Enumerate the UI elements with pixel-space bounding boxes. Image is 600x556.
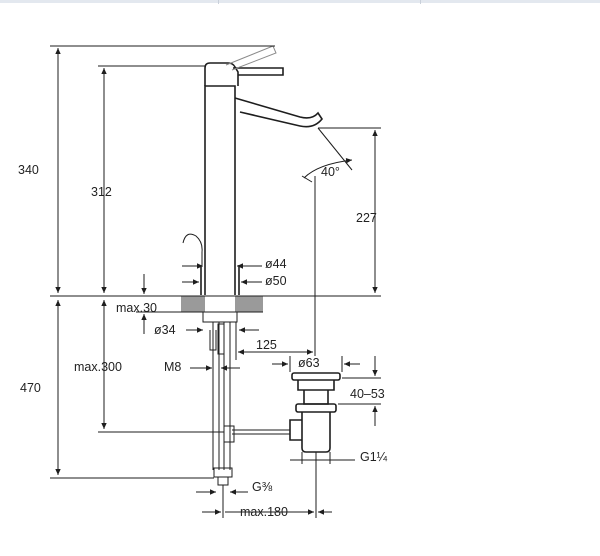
dim-label-diameter-44: ø44 xyxy=(265,257,287,271)
dimension-labels: 340 312 40° 227 ø44 ø50 max.30 ø34 125 m… xyxy=(18,163,388,519)
dim-label-max-300: max.300 xyxy=(74,360,122,374)
dimension-lines xyxy=(50,45,381,518)
top-edge-tick xyxy=(420,0,421,4)
dim-label-340: 340 xyxy=(18,163,39,177)
dim-label-40-degree: 40° xyxy=(321,165,340,179)
dim-label-g1-1-4: G1¼ xyxy=(360,450,388,464)
countertop-section xyxy=(181,295,263,323)
dim-label-312: 312 xyxy=(91,185,112,199)
dim-label-diameter-63: ø63 xyxy=(298,356,320,370)
window-top-edge xyxy=(0,0,600,3)
dim-label-g-3-8: G⅜ xyxy=(252,480,273,494)
dim-label-40-53: 40–53 xyxy=(350,387,385,401)
dim-label-diameter-34: ø34 xyxy=(154,323,176,337)
supply-hoses xyxy=(209,322,235,486)
dim-label-125: 125 xyxy=(256,338,277,352)
faucet-body xyxy=(182,45,323,295)
dim-label-470: 470 xyxy=(20,381,41,395)
top-edge-tick xyxy=(218,0,219,4)
dim-label-227: 227 xyxy=(356,211,377,225)
dim-label-max-180: max.180 xyxy=(240,505,288,519)
dim-label-diameter-50: ø50 xyxy=(265,274,287,288)
drain-assembly xyxy=(232,372,341,453)
dim-label-m8: M8 xyxy=(164,360,181,374)
dim-label-max-30: max.30 xyxy=(116,301,157,315)
